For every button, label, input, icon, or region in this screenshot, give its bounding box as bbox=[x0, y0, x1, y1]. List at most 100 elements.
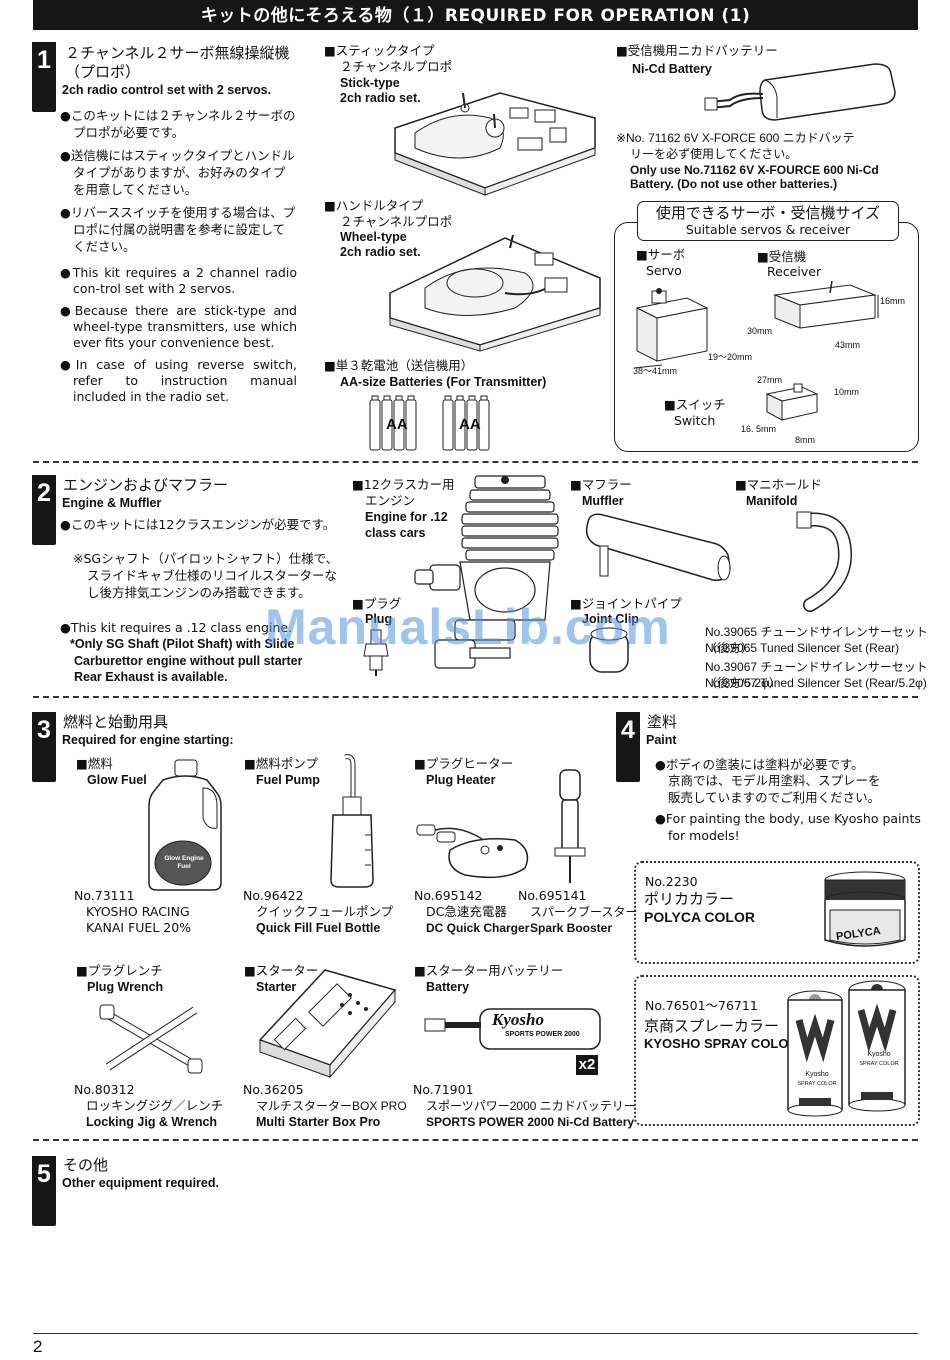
starter-battery-illustration bbox=[424, 1008, 601, 1050]
muffler-illustration bbox=[585, 513, 731, 581]
section-2-en-4: Rear Exhaust is available. bbox=[74, 670, 228, 684]
stick-type-label-jp: ■スティックタイプ bbox=[324, 43, 435, 58]
bullet: ●Because there are stick-type and wheel-… bbox=[60, 303, 297, 350]
booster-name-jp: スパークブースター bbox=[530, 905, 638, 919]
size-title-en: Suitable servos & receiver bbox=[685, 222, 851, 237]
fuel-name2: KANAI FUEL 20% bbox=[86, 920, 192, 935]
starter-battery-label-en: Battery bbox=[426, 980, 470, 994]
section-2-title-jp: エンジンおよびマフラー bbox=[63, 476, 229, 494]
starter-box-illustration bbox=[258, 969, 397, 1079]
wheel-type-label-jp2: ２チャンネルプロポ bbox=[340, 214, 453, 229]
size-title-jp: 使用できるサーボ・受信機サイズ bbox=[655, 204, 881, 222]
bullet: ●In case of using reverse switch, refer … bbox=[60, 357, 297, 404]
section-2-note-jp: ※SGシャフト（パイロットシャフト）仕様で、スライドキャブ仕様のリコイルスタータ… bbox=[73, 551, 339, 600]
parts-note-2: No.39065 Tuned Silencer Set (Rear) bbox=[705, 641, 900, 655]
fuel-label-jp: ■燃料 bbox=[76, 756, 113, 771]
section-2-bullet-jp: ●このキットには12クラスエンジンが必要です。 bbox=[60, 517, 336, 532]
section-divider bbox=[33, 1139, 918, 1141]
joint-pipe-illustration bbox=[589, 627, 629, 673]
spray-can-brand-1: Kyosho bbox=[805, 1071, 829, 1078]
section-4-bullet-jp: ●ボディの塗装には塗料が必要です。 bbox=[655, 757, 864, 772]
wrench-label-jp: ■プラグレンチ bbox=[76, 963, 163, 978]
fuel-number: No.73111 bbox=[74, 888, 135, 903]
nicd-note-en: Only use No.71162 6V X-FOURCE 600 Ni-Cd bbox=[630, 163, 879, 177]
starter-battery-name-en: SPORTS POWER 2000 Ni-Cd Battery bbox=[426, 1115, 635, 1129]
stick-type-label-en2: 2ch radio set. bbox=[340, 91, 421, 105]
fuel-label-en: Glow Fuel bbox=[87, 773, 147, 787]
section-2-en-2: *Only SG Shaft (Pilot Shaft) with Slide bbox=[70, 637, 295, 651]
manifold-label-en: Manifold bbox=[746, 494, 798, 508]
receiver-height-dim: 16mm bbox=[880, 296, 906, 306]
spark-booster-illustration bbox=[554, 769, 586, 883]
fuel-bottle-label: Glow Engine Fuel bbox=[164, 855, 204, 870]
charger-name-en: DC Quick Charger bbox=[426, 921, 530, 935]
engine-label-jp: ■12クラスカー用 bbox=[352, 477, 455, 492]
section-4-bullet-jp3: 販売していますのでご利用ください。 bbox=[668, 790, 881, 805]
switch-illustration bbox=[765, 383, 819, 421]
section-2-en-3: Carburettor engine without pull starter bbox=[74, 654, 303, 668]
aa-batteries-illustration bbox=[369, 395, 490, 451]
engine-label-en2: class cars bbox=[365, 526, 426, 540]
section-4-title-en: Paint bbox=[646, 733, 677, 747]
pump-name-jp: クイックフュールポンプ bbox=[256, 904, 394, 919]
section-1-title-jp: ２チャンネル２サーボ無線操縦機 bbox=[65, 44, 290, 62]
receiver-width-dim: 43mm bbox=[835, 340, 861, 350]
starter-name-en: Multi Starter Box Pro bbox=[256, 1115, 381, 1129]
switch-height-dim: 10mm bbox=[834, 387, 860, 397]
section-1-bullets: ●このキットには２チャンネル２サーボのプロポが必要です。 ●送信機にはスティック… bbox=[60, 107, 297, 411]
wrench-name-jp: ロッキングジグ／レンチ bbox=[86, 1098, 224, 1113]
polyca-color-box bbox=[634, 861, 920, 964]
starter-battery-name-jp: スポーツパワー2000 ニカドバッテリー bbox=[426, 1099, 636, 1113]
engine-illustration bbox=[414, 475, 559, 669]
nicd-battery-illustration bbox=[704, 63, 896, 121]
switch-extra-dim: 8mm bbox=[795, 435, 815, 445]
polyca-jar-illustration bbox=[824, 871, 906, 947]
receiver-label-en: Receiver bbox=[767, 264, 822, 279]
section-2-title-en: Engine & Muffler bbox=[62, 496, 162, 510]
manifold-label-jp: ■マニホールド bbox=[735, 477, 822, 492]
switch-label-jp: ■スイッチ bbox=[664, 397, 726, 412]
spray-can-brand-2: Kyosho bbox=[867, 1051, 891, 1058]
wrench-number: No.80312 bbox=[74, 1082, 135, 1097]
section-3-title-en: Required for engine starting: bbox=[62, 733, 234, 747]
stick-type-label-jp2: ２チャンネルプロポ bbox=[340, 59, 453, 74]
muffler-label-jp: ■マフラー bbox=[570, 477, 632, 492]
polyca-number: No.2230 bbox=[645, 874, 698, 889]
joint-label-jp: ■ジョイントパイプ bbox=[570, 596, 682, 611]
nicd-label-en: Ni-Cd Battery bbox=[632, 62, 712, 76]
plug-wrench-illustration bbox=[99, 1004, 203, 1074]
section-number-1: 1 bbox=[32, 42, 56, 112]
section-4-bullet-jp2: 京商では、モデル用塗料、スプレーを bbox=[668, 773, 881, 788]
starter-label-en: Starter bbox=[256, 980, 297, 994]
spray-can-sub-2: SPRAY COLOR bbox=[859, 1061, 899, 1067]
wrench-label-en: Plug Wrench bbox=[87, 980, 164, 994]
section-2-en-1: ●This kit requires a .12 class engine. bbox=[60, 620, 293, 635]
footer-rule bbox=[33, 1333, 918, 1334]
servo-label-en: Servo bbox=[646, 263, 682, 278]
starter-label-jp: ■スターター bbox=[244, 963, 319, 978]
plug-illustration bbox=[363, 629, 389, 676]
section-1-title-jp2: （プロポ） bbox=[65, 63, 141, 81]
section-4-title-jp: 塗料 bbox=[647, 713, 678, 731]
pump-name-en: Quick Fill Fuel Bottle bbox=[256, 921, 381, 935]
spray-name-jp: 京商スプレーカラー bbox=[644, 1017, 780, 1035]
spray-name-en: KYOSHO SPRAY COLOR bbox=[644, 1036, 798, 1051]
nicd-note-jp: ※No. 71162 6V X-FORCE 600 ニカドバッテ bbox=[616, 131, 855, 145]
section-3-title-jp: 燃料と始動用具 bbox=[63, 713, 169, 731]
section-1-title-en: 2ch radio control set with 2 servos. bbox=[62, 83, 272, 97]
engine-label-en: Engine for .12 bbox=[365, 510, 448, 524]
aa-label-1: AA bbox=[386, 416, 408, 433]
size-box-title: 使用できるサーボ・受信機サイズ Suitable servos & receiv… bbox=[637, 201, 899, 241]
spray-number: No.76501〜76711 bbox=[645, 998, 758, 1013]
receiver-illustration bbox=[773, 280, 879, 329]
bullet: ●このキットには２チャンネル２サーボのプロポが必要です。 bbox=[60, 108, 296, 140]
manifold-illustration bbox=[796, 511, 853, 612]
aa-battery-label-en: AA-size Batteries (For Transmitter) bbox=[340, 375, 547, 389]
fuel-name: KYOSHO RACING bbox=[86, 904, 190, 919]
section-divider bbox=[33, 696, 918, 698]
charger-number: No.695142 bbox=[414, 888, 483, 903]
starter-number: No.36205 bbox=[243, 1082, 304, 1097]
starter-battery-brand2: SPORTS POWER 2000 bbox=[505, 1031, 580, 1038]
heater-label-jp: ■プラグヒーター bbox=[414, 756, 514, 771]
wheel-type-label-en2: 2ch radio set. bbox=[340, 245, 421, 259]
